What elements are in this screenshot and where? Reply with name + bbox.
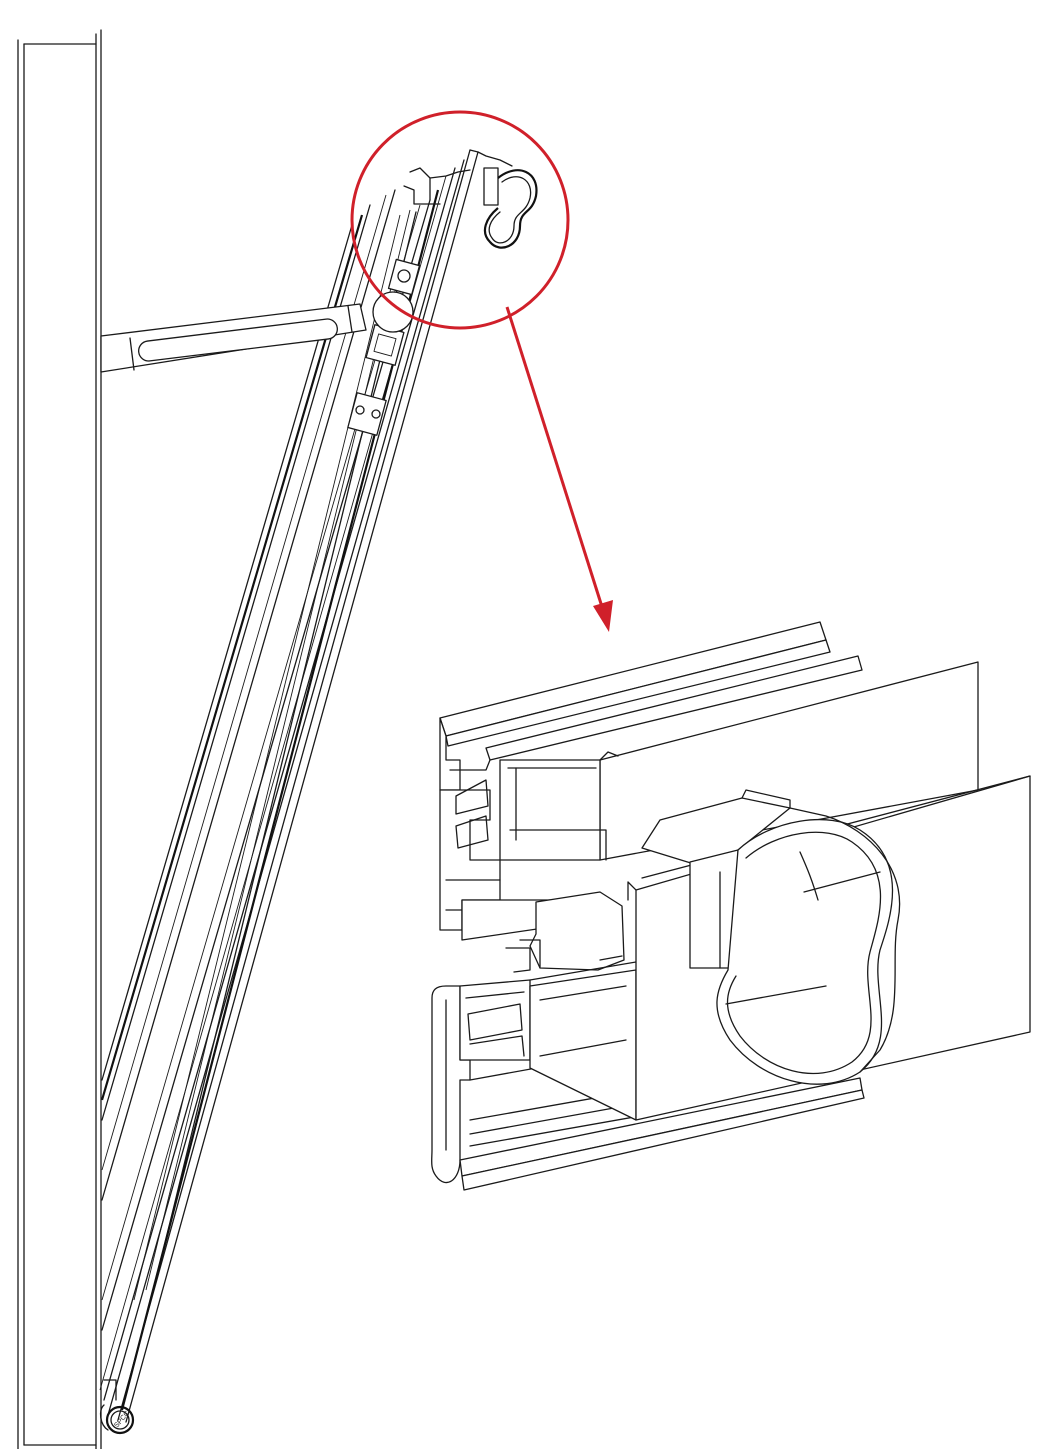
callout-arrow-line <box>505 306 605 611</box>
friction-stay-arm <box>100 291 414 373</box>
detail-callout <box>350 110 613 632</box>
profile-detail-3d <box>431 621 1031 1191</box>
callout-arrow-head <box>593 600 613 632</box>
fixed-frame <box>17 29 102 1449</box>
tilted-sash: SPCC <box>99 149 538 1435</box>
callout-circle <box>350 110 570 330</box>
